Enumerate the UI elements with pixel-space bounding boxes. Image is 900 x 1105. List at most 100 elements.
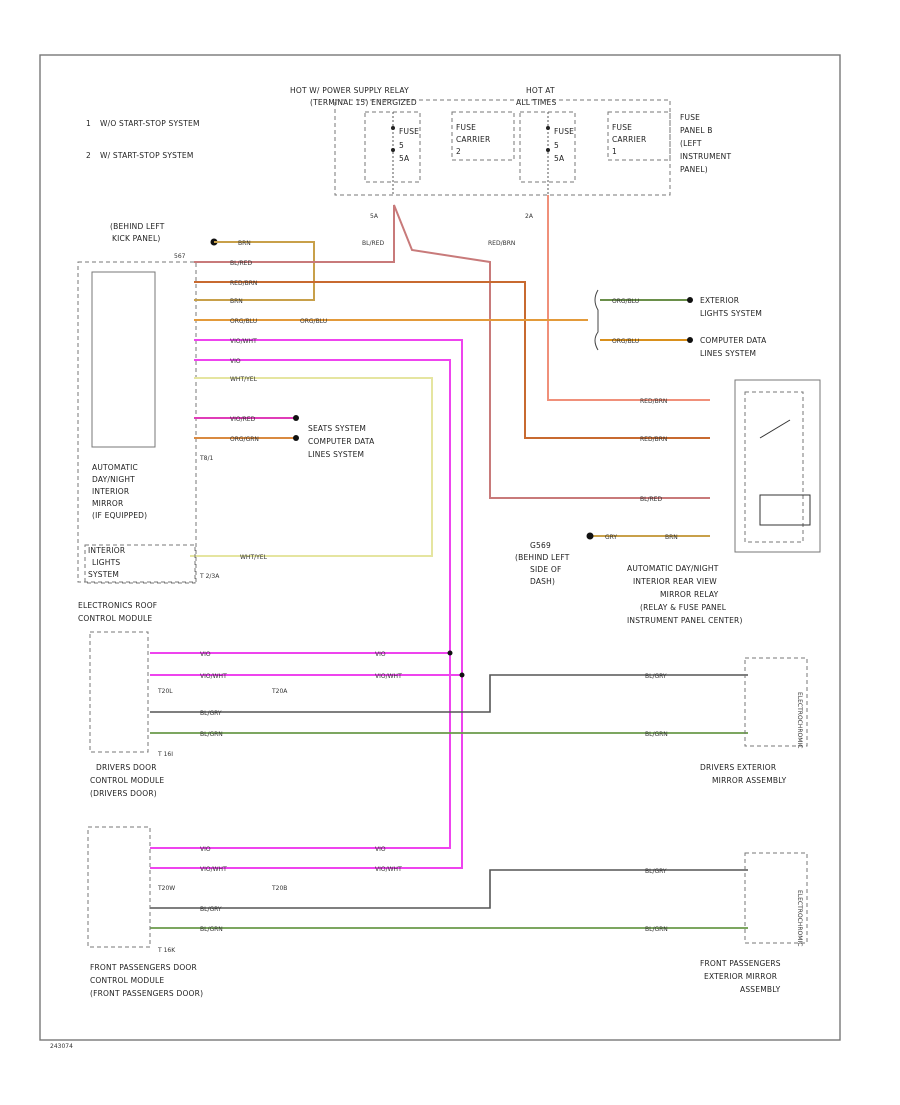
- exterior-lights-l2: LIGHTS SYSTEM: [700, 309, 762, 318]
- pass-mirror-l2: EXTERIOR MIRROR: [704, 972, 777, 981]
- fuse-panel-box: [334, 99, 671, 196]
- relay-l4: (RELAY & FUSE PANEL: [640, 603, 727, 612]
- footer-code: 243074: [50, 1043, 73, 1050]
- conn-t20b: T20B: [271, 885, 287, 892]
- relay-l1: AUTOMATIC DAY/NIGHT: [627, 564, 719, 573]
- wire-brn-2: BRN: [230, 298, 243, 305]
- note-2-num: 2: [86, 151, 91, 160]
- carrier-a-l3: 2: [456, 147, 461, 156]
- wire-whtyel-2: WHT/YEL: [240, 554, 268, 561]
- wire-vio-d2: VIO: [375, 651, 386, 658]
- fuse-a-num: 5: [399, 141, 404, 150]
- wire-orgblu-4: ORG/BLU: [612, 338, 639, 345]
- wire-brn-3: BRN: [665, 534, 678, 541]
- wire-redbrn-2: RED/BRN: [488, 240, 515, 247]
- roof-module-l2: CONTROL MODULE: [78, 614, 152, 623]
- fuse-a-amp: 5A: [399, 154, 410, 163]
- fuse-panel-l5: PANEL): [680, 165, 708, 174]
- pass-mirror-box: [744, 852, 808, 944]
- fuse-a-box: [364, 111, 421, 183]
- mirror-label-l2: DAY/NIGHT: [92, 475, 135, 484]
- pass-door-l2: CONTROL MODULE: [90, 976, 164, 985]
- wire-vio-d1: VIO: [200, 651, 211, 658]
- interior-lights-l1: INTERIOR: [88, 546, 125, 555]
- wire-blgrn-d2: BL/GRN: [645, 731, 668, 738]
- conn-t20a: T20A: [271, 688, 288, 695]
- wire-viowht-1: VIO/WHT: [230, 338, 257, 345]
- hot-relay-line2: (TERMINAL 15) ENERGIZED: [310, 98, 417, 107]
- seats-system-l3: LINES SYSTEM: [308, 450, 364, 459]
- wire-viowht-p2: VIO/WHT: [375, 866, 402, 873]
- dash-ground-l1: G569: [530, 541, 551, 550]
- wire-blgrn-p2: BL/GRN: [645, 926, 668, 933]
- fuse-panel-l4: INSTRUMENT: [680, 152, 731, 161]
- relay-inner: [744, 391, 804, 543]
- fuse-b-amp: 5A: [554, 154, 565, 163]
- conn-t16k: T 16K: [157, 947, 176, 954]
- driver-door-l2: CONTROL MODULE: [90, 776, 164, 785]
- wire-viored: VIO/RED: [230, 416, 256, 423]
- computer-data-l1: COMPUTER DATA: [700, 336, 767, 345]
- wire-viowht-p1: VIO/WHT: [200, 866, 227, 873]
- driver-mirror-l2: MIRROR ASSEMBLY: [712, 776, 787, 785]
- fuse-a-label: FUSE: [399, 127, 419, 136]
- wire-viowht-d2: VIO/WHT: [375, 673, 402, 680]
- ground-left-l1: (BEHIND LEFT: [110, 222, 165, 231]
- connector-t2a: T 2/3A: [199, 573, 220, 580]
- pass-mirror-l1: FRONT PASSENGERS: [700, 959, 781, 968]
- wire-brn-top: BRN: [238, 240, 251, 247]
- relay-l2: INTERIOR REAR VIEW: [633, 577, 717, 586]
- hot-relay-line1: HOT W/ POWER SUPPLY RELAY: [290, 86, 409, 95]
- wire-vio-p2: VIO: [375, 846, 386, 853]
- interior-lights-l3: SYSTEM: [88, 570, 119, 579]
- wire-vio-1: VIO: [230, 358, 241, 365]
- carrier-b-l2: CARRIER: [612, 135, 646, 144]
- wire-blgrn-p: BL/GRN: [200, 926, 223, 933]
- pass-mirror-l3: ASSEMBLY: [740, 985, 781, 994]
- fuse-panel-l1: FUSE: [680, 113, 700, 122]
- hot-all-line1: HOT AT: [526, 86, 555, 95]
- hot-all-line2: ALL TIMES: [516, 98, 556, 107]
- relay-l3: MIRROR RELAY: [660, 590, 719, 599]
- wire-viowht-d1: VIO/WHT: [200, 673, 227, 680]
- dash-ground-l4: DASH): [530, 577, 555, 586]
- carrier-b-l1: FUSE: [612, 123, 632, 132]
- wire-whtyel-1: WHT/YEL: [230, 376, 258, 383]
- carrier-a-l2: CARRIER: [456, 135, 490, 144]
- carrier-b-box: [607, 111, 671, 161]
- pass-door-l1: FRONT PASSENGERS DOOR: [90, 963, 197, 972]
- fuse-panel-l2: PANEL B: [680, 126, 713, 135]
- interior-lights-l2: LIGHTS: [92, 558, 120, 567]
- driver-door-l1: DRIVERS DOOR: [96, 763, 157, 772]
- ground-left-code: 567: [174, 253, 186, 260]
- wire-blred-2: BL/RED: [362, 240, 384, 247]
- carrier-a-box: [451, 111, 515, 161]
- amp-a-label: 5A: [370, 213, 379, 220]
- computer-data-l2: LINES SYSTEM: [700, 349, 756, 358]
- carrier-b-l3: 1: [612, 147, 617, 156]
- wire-blgry-p2: BL/GRY: [645, 868, 667, 875]
- connector-t8: T8/1: [199, 455, 214, 462]
- driver-mirror-box: [744, 657, 808, 747]
- wire-orgblu-3: ORG/BLU: [612, 298, 639, 305]
- wire-orggrn: ORG/GRN: [230, 436, 259, 443]
- fuse-panel-l3: (LEFT: [680, 139, 702, 148]
- wire-blgry-p: BL/GRY: [200, 906, 222, 913]
- wire-blred-1: BL/RED: [230, 260, 252, 267]
- exterior-lights-l1: EXTERIOR: [700, 296, 739, 305]
- wire-vio-p1: VIO: [200, 846, 211, 853]
- note-1-text: W/O START-STOP SYSTEM: [100, 119, 200, 128]
- mirror-module-outline: [77, 261, 197, 583]
- carrier-a-l1: FUSE: [456, 123, 476, 132]
- wire-redbrn-3: RED/BRN: [640, 398, 667, 405]
- conn-t20w: T20W: [157, 885, 175, 892]
- driver-door-l3: (DRIVERS DOOR): [90, 789, 157, 798]
- mirror-module-box: [91, 271, 156, 448]
- ground-left-l2: KICK PANEL): [112, 234, 161, 243]
- relay-l5: INSTRUMENT PANEL CENTER): [627, 616, 743, 625]
- mirror-label-l1: AUTOMATIC: [92, 463, 138, 472]
- driver-door-box: [89, 631, 149, 753]
- amp-b-label: 2A: [525, 213, 534, 220]
- pass-door-l3: (FRONT PASSENGERS DOOR): [90, 989, 203, 998]
